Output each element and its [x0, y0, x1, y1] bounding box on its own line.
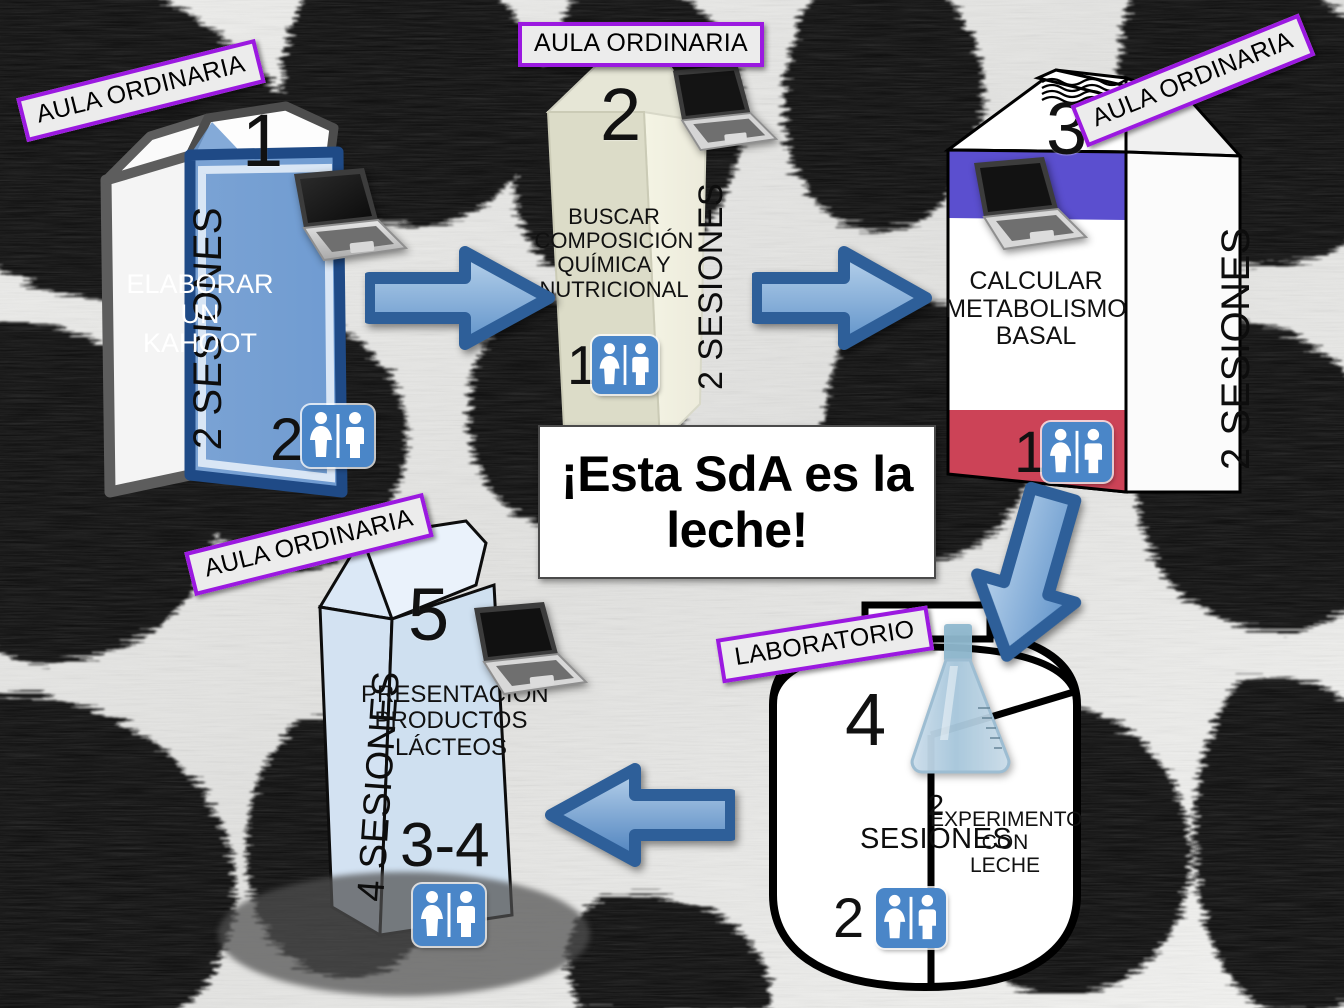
people-icon-glyph [884, 894, 936, 940]
step-2-face-text: BUSCAR COMPOSICIÓN QUÍMICA Y NUTRICIONAL [534, 204, 694, 302]
flask-icon-glyph [910, 624, 1011, 774]
step-2-carton[interactable] [520, 52, 740, 452]
step-4-people-icon [876, 888, 946, 948]
people-icon-glyph [599, 343, 649, 385]
step-1-laptop-icon [280, 166, 410, 276]
ground-shadow-step5 [218, 872, 590, 996]
step-2-laptop-icon [660, 62, 780, 166]
step-1-group-size: 2 [270, 406, 304, 473]
step-3-people-icon [1042, 422, 1112, 482]
step-1-face-text: ELABORAR UN KAHOOT [126, 269, 274, 359]
step-2-location-tag: AULA ORDINARIA [518, 22, 764, 67]
step-4-side-label: 2 SESIONES [860, 790, 1013, 856]
step-5-face-text: PRESENTACIÓN PRODUCTOS LÁCTEOS [361, 681, 549, 761]
step-2-people-icon [592, 336, 658, 394]
step-5-people-icon [413, 884, 485, 946]
arrow-right-icon [363, 246, 555, 350]
laptop-icon-glyph [294, 168, 409, 262]
laptop-icon-glyph [474, 602, 589, 696]
step-3-face-text: CALCULAR METABOLISMO BASAL [945, 267, 1127, 350]
step-1-number: 1 [242, 99, 284, 182]
arrow-right-icon [750, 246, 932, 350]
arrow-down-icon [971, 481, 1082, 662]
step-5-group-size: 3-4 [400, 811, 490, 880]
arrow-2-to-3 [750, 238, 932, 358]
step-4-group-size: 2 [833, 886, 865, 949]
step-1-people-icon [302, 405, 374, 467]
people-icon-glyph [1050, 428, 1102, 474]
people-icon-glyph [310, 412, 364, 458]
step-4-number: 4 [845, 678, 887, 761]
laptop-icon-glyph [672, 65, 779, 152]
step-3-group-size: 1 [1014, 420, 1047, 485]
step-2-number: 2 [600, 73, 642, 156]
people-icon-glyph [421, 891, 475, 937]
arrow-1-to-2 [363, 238, 555, 358]
laptop-icon-glyph [974, 157, 1089, 251]
arrow-left-icon [545, 763, 737, 867]
step-4-flask-icon [900, 620, 1020, 780]
step-5-laptop-icon [460, 600, 590, 710]
arrow-4-to-5 [545, 755, 737, 875]
step-3-side-label: 2 SESIONES [1214, 227, 1258, 470]
slide-title-text: ¡Esta SdA es la leche! [561, 446, 913, 558]
arrow-3-to-4 [943, 471, 1118, 680]
slide-title-box: ¡Esta SdA es la leche! [538, 425, 936, 579]
step-4-face-text: EXPERIMENTO CON LECHE [930, 808, 1083, 878]
step-5-number: 5 [408, 573, 450, 656]
step-2-carton-shape [545, 58, 708, 447]
step-3-laptop-icon [960, 155, 1090, 265]
